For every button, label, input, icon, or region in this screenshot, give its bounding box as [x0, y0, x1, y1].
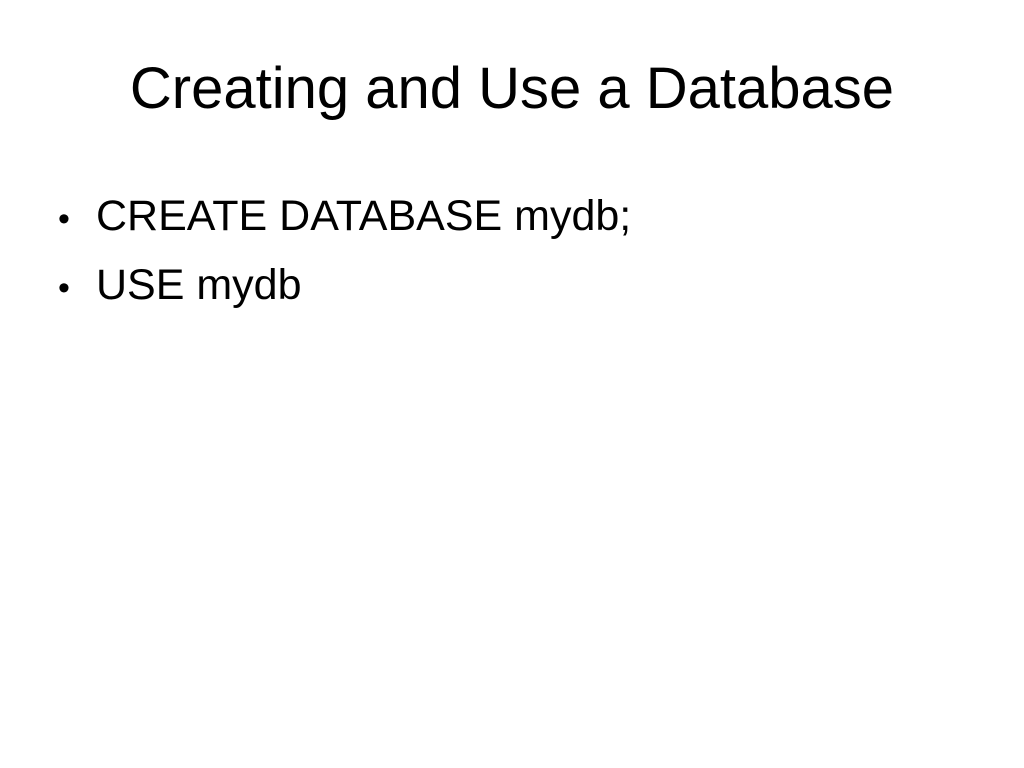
bullet-item-label: CREATE DATABASE mydb; [96, 192, 632, 240]
list-item: • USE mydb [0, 252, 1024, 321]
bullet-icon: • [58, 269, 70, 307]
bullet-item-label: USE mydb [96, 261, 302, 309]
bullet-icon: • [58, 200, 70, 238]
bullet-list: • CREATE DATABASE mydb; • USE mydb [0, 183, 1024, 321]
list-item: • CREATE DATABASE mydb; [0, 183, 1024, 252]
slide-title: Creating and Use a Database [129, 56, 895, 121]
